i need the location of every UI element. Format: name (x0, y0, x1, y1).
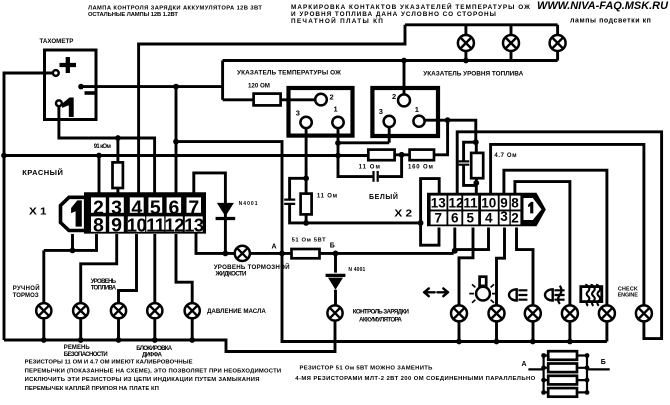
svg-text:4: 4 (131, 197, 142, 219)
svg-text:6: 6 (451, 211, 459, 226)
svg-text:РЕМЕНЬ: РЕМЕНЬ (64, 345, 91, 351)
svg-text:И УРОВНЯ ТОПЛИВА ДАНА УСЛОВНО: И УРОВНЯ ТОПЛИВА ДАНА УСЛОВНО СО СТОРОНЫ (291, 11, 496, 18)
svg-text:4.7 Ом: 4.7 Ом (494, 153, 517, 159)
svg-text:А: А (522, 361, 527, 368)
svg-text:5: 5 (467, 211, 475, 226)
svg-text:11 Ом: 11 Ом (359, 165, 381, 171)
svg-text:13: 13 (431, 196, 447, 211)
svg-text:11: 11 (146, 214, 165, 235)
svg-text:АККУМУЛЯТОРА: АККУМУЛЯТОРА (359, 317, 402, 324)
svg-text:Б: Б (330, 242, 335, 249)
svg-text:120 ОМ: 120 ОМ (248, 83, 270, 90)
svg-text:9: 9 (111, 215, 122, 237)
svg-text:9: 9 (500, 196, 508, 211)
svg-text:12: 12 (449, 196, 464, 211)
svg-text:УКАЗАТЕЛЬ УРОВНЯ ТОПЛИВА: УКАЗАТЕЛЬ УРОВНЯ ТОПЛИВА (423, 71, 523, 78)
svg-text:13: 13 (184, 214, 204, 235)
svg-text:ТОРМОЗ: ТОРМОЗ (13, 293, 39, 299)
svg-text:ИСКЛЮЧИТЬ ЭТИ РЕЗИСТОРЫ ИЗ ЦЕП: ИСКЛЮЧИТЬ ЭТИ РЕЗИСТОРЫ ИЗ ЦЕПИ ИНДИКАЦИ… (25, 377, 260, 383)
svg-text:БЕЗОПАСНОСТИ: БЕЗОПАСНОСТИ (64, 352, 108, 358)
svg-text:РУЧНОЙ: РУЧНОЙ (13, 284, 40, 292)
svg-text:УРОВЕНЬ: УРОВЕНЬ (91, 279, 117, 285)
svg-text:ТАХОМЕТР: ТАХОМЕТР (40, 38, 74, 45)
svg-text:БЛОКИРОВКА: БЛОКИРОВКА (136, 346, 173, 352)
svg-text:7: 7 (188, 197, 199, 219)
svg-text:А: А (272, 244, 277, 251)
svg-text:БЕЛЫЙ: БЕЛЫЙ (369, 192, 398, 201)
svg-text:91 кОм: 91 кОм (94, 144, 112, 150)
svg-text:2: 2 (330, 93, 334, 102)
svg-text:лампы подсветки кп: лампы подсветки кп (570, 17, 651, 24)
svg-text:5: 5 (150, 197, 161, 219)
svg-text:УКАЗАТЕЛЬ ТЕМПЕРАТУРЫ ОЖ: УКАЗАТЕЛЬ ТЕМПЕРАТУРЫ ОЖ (237, 69, 341, 76)
svg-text:10: 10 (127, 214, 147, 235)
svg-text:МАРКИРОВКА КОНТАКТОВ УКАЗАТЕЛЕ: МАРКИРОВКА КОНТАКТОВ УКАЗАТЕЛЕЙ ТЕМПЕРАТ… (291, 2, 530, 11)
svg-text:CHECK: CHECK (618, 286, 638, 292)
svg-text:N4001: N4001 (239, 201, 258, 207)
svg-text:ПЕРЕМЫЧЕК КАПЛЕЙ ПРИПОЯ НА ПЛА: ПЕРЕМЫЧЕК КАПЛЕЙ ПРИПОЯ НА ПЛАТЕ КП (25, 384, 159, 392)
svg-text:3: 3 (296, 108, 300, 117)
svg-text:2: 2 (511, 211, 519, 226)
svg-text:11 Ом: 11 Ом (317, 194, 338, 200)
svg-text:N 4001: N 4001 (348, 267, 365, 273)
svg-text:3: 3 (379, 107, 383, 116)
svg-text:4-МЯ РЕЗИСТОРАМИ МЛТ-2 2ВТ 200: 4-МЯ РЕЗИСТОРАМИ МЛТ-2 2ВТ 200 ОМ СОЕДИН… (295, 376, 535, 382)
svg-text:10: 10 (481, 196, 496, 211)
svg-text:КОНТРОЛЬ ЗАРЯДКИ: КОНТРОЛЬ ЗАРЯДКИ (353, 309, 410, 316)
svg-text:ДАВЛЕНИЕ МАСЛА: ДАВЛЕНИЕ МАСЛА (207, 308, 266, 315)
svg-text:160 Ом: 160 Ом (408, 165, 433, 171)
svg-text:РЕЗИСТОР 51 Ом 5ВТ МОЖНО ЗАМ: РЕЗИСТОР 51 Ом 5ВТ МОЖНО ЗАМЕНИТЬ (300, 366, 434, 372)
svg-text:2: 2 (93, 197, 104, 219)
svg-text:WWW.NIVA-FAQ.MSK.RU: WWW.NIVA-FAQ.MSK.RU (537, 0, 669, 12)
svg-text:УРОВЕНЬ ТОРМОЗНОЙ: УРОВЕНЬ ТОРМОЗНОЙ (214, 263, 290, 271)
svg-text:РЕЗИСТОРЫ 11 ОМ И 4.7 ОМ ИМЕЮТ: РЕЗИСТОРЫ 11 ОМ И 4.7 ОМ ИМЕЮТ КАЛИБРОВО… (25, 359, 193, 365)
svg-text:X 2: X 2 (394, 208, 412, 220)
svg-text:4: 4 (485, 211, 493, 226)
svg-text:8: 8 (93, 215, 104, 237)
svg-text:2: 2 (392, 92, 396, 101)
svg-text:1: 1 (415, 105, 419, 114)
svg-text:ДИФФА: ДИФФА (142, 353, 163, 359)
svg-text:3: 3 (500, 209, 508, 224)
svg-text:3: 3 (111, 197, 122, 219)
svg-text:Б: Б (601, 359, 606, 366)
svg-text:ENGINE: ENGINE (618, 293, 638, 299)
svg-text:ЖИДКОСТИ: ЖИДКОСТИ (215, 270, 247, 277)
svg-text:8: 8 (511, 196, 519, 211)
svg-text:ЛАМПА КОНТРОЛЯ ЗАРЯДКИ АККУМУЛ: ЛАМПА КОНТРОЛЯ ЗАРЯДКИ АККУМУЛЯТОРА 12В … (88, 5, 262, 11)
svg-text:1: 1 (334, 104, 338, 113)
svg-text:12: 12 (165, 214, 185, 235)
svg-text:КРАСНЫЙ: КРАСНЫЙ (22, 168, 63, 177)
svg-text:ОСТАЛЬНЫЕ ЛАМПЫ 12В 1.2ВТ: ОСТАЛЬНЫЕ ЛАМПЫ 12В 1.2ВТ (88, 12, 178, 18)
svg-text:X 1: X 1 (29, 206, 47, 218)
svg-text:ПЕРЕМЫЧКИ (ПОКАЗАННЫЕ НА СХЕМЕ: ПЕРЕМЫЧКИ (ПОКАЗАННЫЕ НА СХЕМЕ), ЭТО ПОЗ… (25, 368, 282, 374)
svg-text:6: 6 (168, 197, 179, 219)
svg-text:ПЕЧАТНОЙ ПЛАТЫ КП: ПЕЧАТНОЙ ПЛАТЫ КП (291, 16, 383, 25)
svg-text:11: 11 (463, 196, 478, 211)
svg-text:ТОПЛИВА: ТОПЛИВА (91, 286, 117, 292)
svg-text:7: 7 (435, 211, 443, 226)
svg-text:51 Ом 5ВТ: 51 Ом 5ВТ (292, 237, 327, 243)
